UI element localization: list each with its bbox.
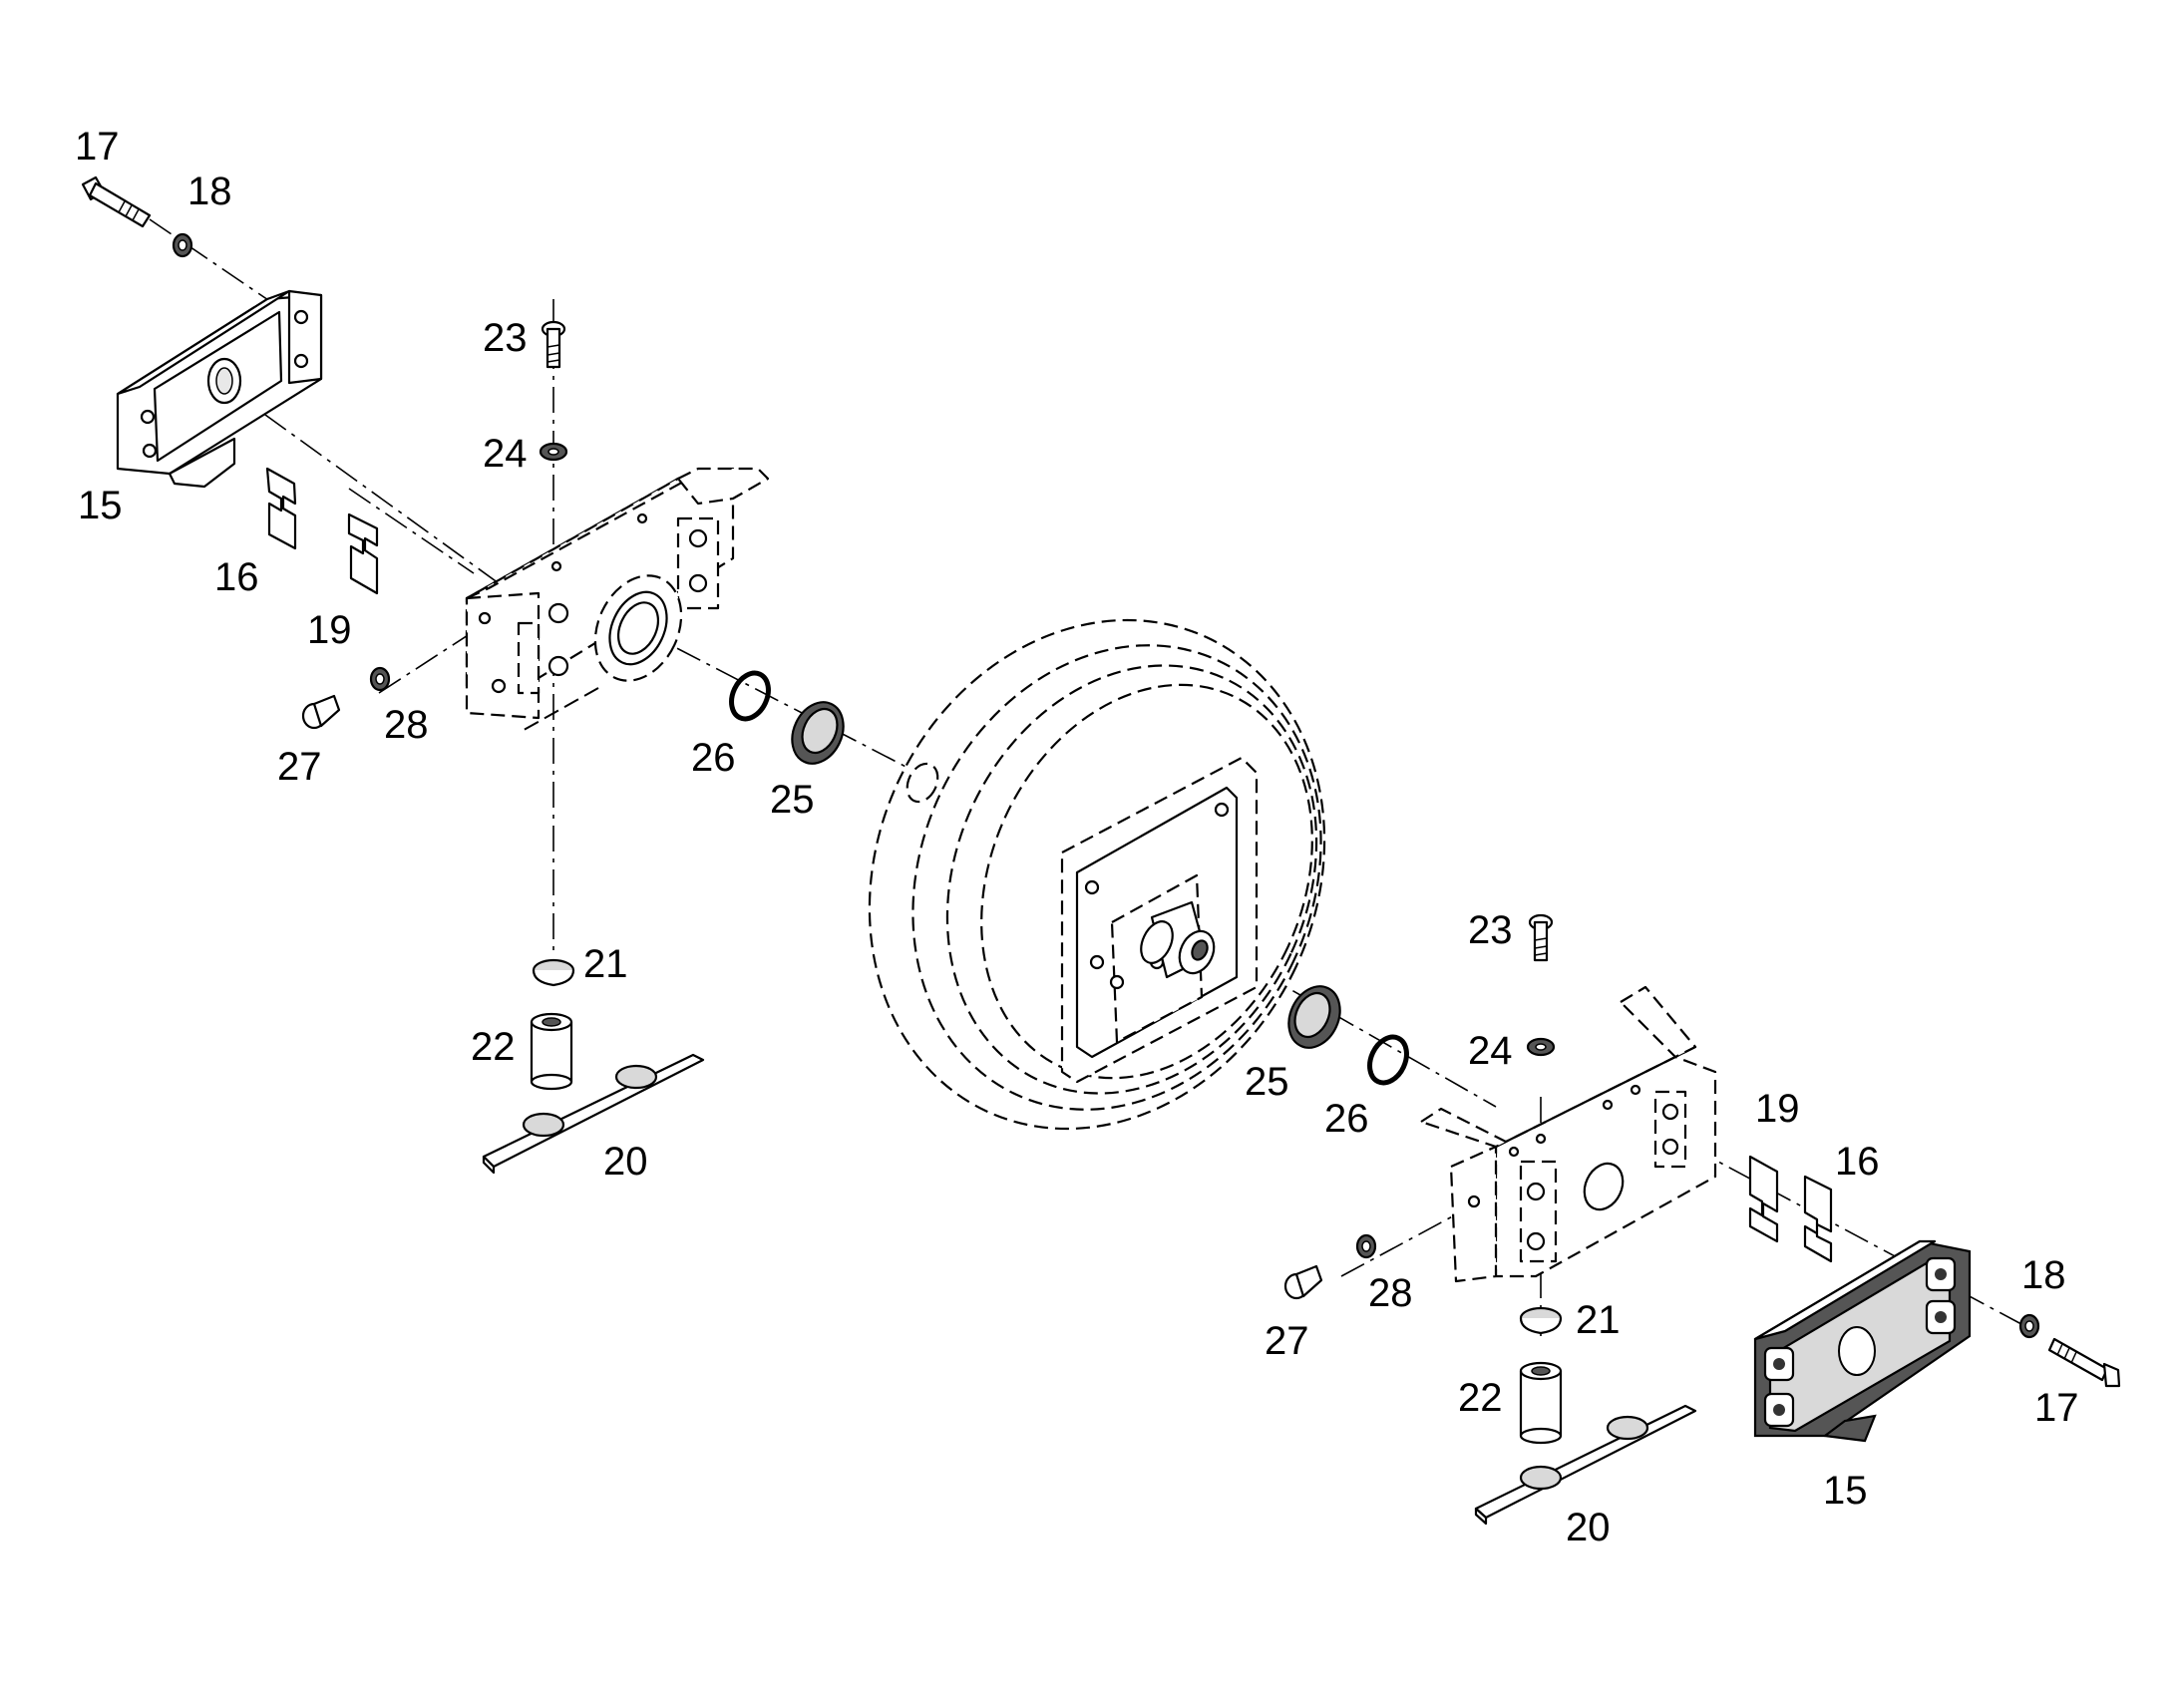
callout-16-right: 16 — [1835, 1140, 1880, 1184]
callout-15-left: 15 — [78, 484, 123, 527]
bolt-17-left — [81, 175, 152, 228]
washer-18-left — [172, 232, 193, 258]
plate-15-right — [1753, 1239, 1972, 1443]
callout-19-left: 19 — [307, 608, 352, 652]
callout-18-left: 18 — [187, 170, 232, 213]
callout-24-right: 24 — [1468, 1029, 1513, 1073]
callout-17-right: 17 — [2034, 1386, 2079, 1430]
washer-28-right — [1355, 1233, 1377, 1259]
bolt-23-left — [541, 320, 566, 369]
callout-20-right: 20 — [1566, 1506, 1611, 1549]
plate-15-left — [116, 289, 323, 489]
seal-25-left — [791, 701, 845, 765]
o-ring-26-right — [1367, 1034, 1409, 1086]
callout-23-left: 23 — [483, 316, 528, 360]
seal-25-right — [1287, 985, 1341, 1049]
callout-22-left: 22 — [471, 1025, 516, 1069]
callout-28-left: 28 — [384, 703, 429, 747]
callout-21-right: 21 — [1576, 1298, 1621, 1342]
washer-18-right — [2018, 1313, 2040, 1339]
shim-16-left — [265, 467, 297, 550]
callout-24-left: 24 — [483, 432, 528, 476]
cap-21-right — [1519, 1306, 1563, 1335]
plug-27-right — [1283, 1264, 1323, 1300]
washer-28-left — [369, 666, 391, 692]
idler-wheel — [868, 618, 1326, 1131]
shim-16-right — [1803, 1175, 1833, 1263]
sleeve-22-left — [530, 1012, 573, 1091]
callout-26-right: 26 — [1324, 1097, 1369, 1141]
callout-26-left: 26 — [691, 736, 736, 780]
sleeve-22-right — [1519, 1361, 1563, 1445]
bracket-housing-left — [465, 467, 770, 734]
callout-18-right: 18 — [2021, 1253, 2066, 1297]
plug-27-left — [301, 694, 341, 730]
callout-labels: 17 18 23 24 15 16 19 27 28 26 25 21 22 2… — [75, 125, 2079, 1549]
strip-20-left — [482, 1053, 705, 1175]
callout-27-left: 27 — [277, 745, 322, 789]
callout-25-right: 25 — [1245, 1060, 1289, 1104]
bolt-17-right — [2047, 1337, 2121, 1388]
callout-20-left: 20 — [603, 1140, 648, 1184]
bracket-housing-right — [1419, 985, 1717, 1283]
callout-23-right: 23 — [1468, 908, 1513, 952]
o-ring-26-left — [729, 670, 771, 722]
callout-21-left: 21 — [583, 942, 628, 986]
bolt-23-right — [1528, 913, 1554, 962]
callout-25-left: 25 — [770, 778, 815, 822]
callout-17-left: 17 — [75, 125, 120, 169]
callout-15-right: 15 — [1823, 1469, 1868, 1513]
cap-21-left — [532, 958, 575, 987]
washer-24-left — [539, 442, 568, 462]
strip-20-right — [1474, 1404, 1697, 1526]
shim-19-right — [1748, 1155, 1779, 1243]
callout-28-right: 28 — [1368, 1271, 1413, 1315]
callout-16-left: 16 — [214, 555, 259, 599]
callout-22-right: 22 — [1458, 1376, 1503, 1420]
washer-24-right — [1526, 1037, 1556, 1057]
shim-19-left — [347, 512, 379, 595]
callout-19-right: 19 — [1755, 1087, 1800, 1131]
callout-27-right: 27 — [1265, 1319, 1309, 1363]
